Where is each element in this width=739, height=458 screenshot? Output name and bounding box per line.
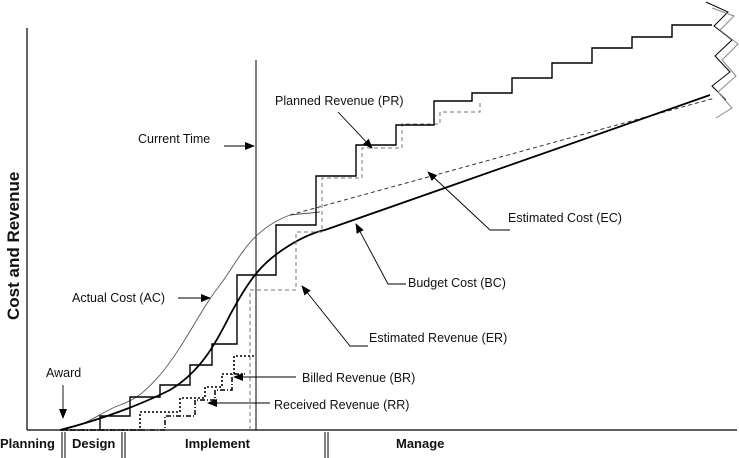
phase-manage: Manage (396, 436, 444, 451)
budget-cost-label: Budget Cost (BC) (408, 276, 506, 290)
planned-revenue-step (99, 24, 712, 430)
estimated-cost-label: Estimated Cost (EC) (508, 211, 622, 225)
budget-cost-curve (59, 94, 711, 431)
budget-cost-leader (355, 223, 406, 285)
billed-revenue-label: Billed Revenue (BR) (302, 371, 415, 385)
planned-revenue-label: Planned Revenue (PR) (275, 94, 404, 108)
actual-cost-curve (59, 211, 321, 431)
y-axis-title: Cost and Revenue (4, 172, 23, 320)
estimated-revenue-leader (301, 285, 368, 347)
estimated-revenue-label: Estimated Revenue (ER) (369, 331, 507, 345)
planned-revenue-leader (337, 111, 373, 149)
estimated-cost-leader (427, 171, 510, 231)
break-mark-gray (711, 7, 739, 119)
phase-design: Design (72, 436, 115, 451)
current-time-label: Current Time (138, 132, 210, 146)
received-revenue-step (60, 373, 245, 431)
actual-cost-label: Actual Cost (AC) (72, 291, 165, 305)
phase-implement: Implement (185, 436, 251, 451)
estimated-revenue-step (249, 100, 481, 430)
billed-revenue-step (62, 355, 254, 431)
received-revenue-label: Received Revenue (RR) (274, 398, 409, 412)
break-mark-black (705, 1, 733, 101)
phase-planning: Planning (0, 436, 55, 451)
award-label: Award (46, 366, 81, 380)
